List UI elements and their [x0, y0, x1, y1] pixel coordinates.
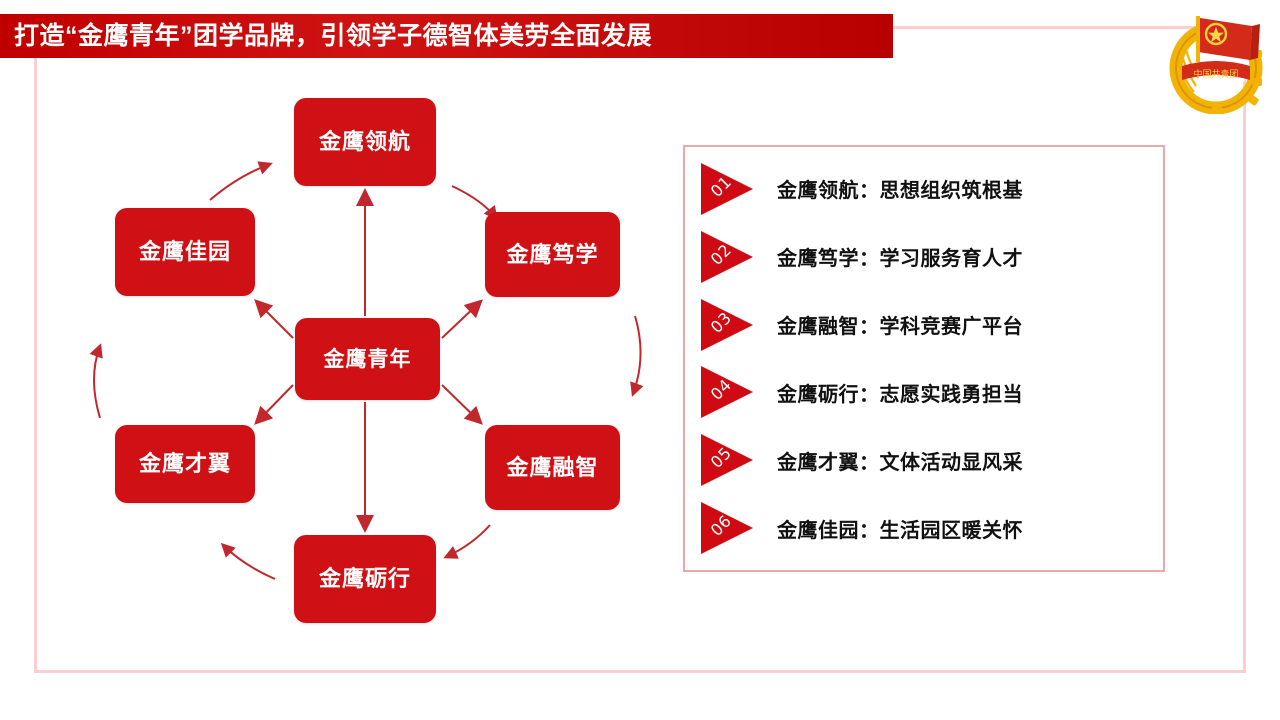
list-item[interactable]: 06 金鹰佳园：生活园区暖关怀 — [685, 496, 1163, 560]
diagram-node-right-upper[interactable]: 金鹰笃学 — [485, 212, 620, 297]
diagram-node-label: 金鹰融智 — [506, 454, 599, 480]
list-item-text: 金鹰才翼：文体活动显风采 — [777, 451, 1023, 474]
diagram-node-center[interactable]: 金鹰青年 — [295, 318, 440, 400]
diagram-node-label: 金鹰领航 — [318, 129, 411, 154]
brand-list-panel: 01 金鹰领航：思想组织筑根基 02 金鹰笃学：学习服务育人才 03 金鹰融智：… — [683, 145, 1165, 572]
list-item-text: 金鹰佳园：生活园区暖关怀 — [777, 519, 1023, 542]
numbered-triangle-icon: 03 — [701, 297, 757, 353]
diagram-node-left-upper[interactable]: 金鹰佳园 — [115, 208, 255, 296]
diagram-node-bottom[interactable]: 金鹰砺行 — [294, 535, 436, 623]
diagram-node-label: 金鹰佳园 — [138, 239, 231, 264]
list-item[interactable]: 05 金鹰才翼：文体活动显风采 — [685, 428, 1163, 492]
numbered-triangle-icon: 02 — [701, 229, 757, 285]
triangle-shape — [701, 366, 753, 419]
triangle-shape — [701, 162, 753, 215]
list-item[interactable]: 04 金鹰砺行：志愿实践勇担当 — [685, 360, 1163, 424]
numbered-triangle-icon: 01 — [701, 161, 757, 217]
list-item[interactable]: 02 金鹰笃学：学习服务育人才 — [685, 225, 1163, 289]
triangle-shape — [701, 434, 753, 487]
list-item[interactable]: 01 金鹰领航：思想组织筑根基 — [685, 157, 1163, 221]
slide-title-bar: 打造“金鹰青年”团学品牌，引领学子德智体美劳全面发展 — [0, 14, 893, 58]
numbered-triangle-icon: 04 — [701, 364, 757, 420]
diagram-node-right-lower[interactable]: 金鹰融智 — [485, 425, 620, 510]
numbered-triangle-icon: 06 — [701, 500, 757, 556]
cyl-emblem-icon: 中国共青团 — [1166, 10, 1266, 115]
diagram-node-left-lower[interactable]: 金鹰才翼 — [115, 425, 255, 503]
triangle-shape — [701, 502, 753, 555]
list-item[interactable]: 03 金鹰融智：学科竞赛广平台 — [685, 293, 1163, 357]
brand-cycle-diagram: 金鹰领航 金鹰笃学 金鹰融智 金鹰砺行 金鹰才翼 金鹰佳园 金鹰青年 — [60, 70, 660, 650]
list-item-text: 金鹰领航：思想组织筑根基 — [777, 180, 1023, 203]
numbered-triangle-icon: 05 — [701, 432, 757, 488]
triangle-shape — [701, 230, 753, 283]
diagram-node-label: 金鹰才翼 — [138, 451, 231, 476]
diagram-node-top[interactable]: 金鹰领航 — [294, 98, 436, 186]
diagram-center-label: 金鹰青年 — [323, 347, 412, 371]
svg-text:中国共青团: 中国共青团 — [1193, 68, 1238, 80]
list-item-text: 金鹰融智：学科竞赛广平台 — [777, 316, 1023, 339]
list-item-text: 金鹰砺行：志愿实践勇担当 — [777, 383, 1023, 406]
diagram-node-label: 金鹰砺行 — [318, 566, 411, 591]
diagram-node-label: 金鹰笃学 — [506, 241, 599, 267]
page-title: 打造“金鹰青年”团学品牌，引领学子德智体美劳全面发展 — [14, 21, 653, 50]
list-item-text: 金鹰笃学：学习服务育人才 — [777, 248, 1023, 271]
triangle-shape — [701, 298, 753, 351]
